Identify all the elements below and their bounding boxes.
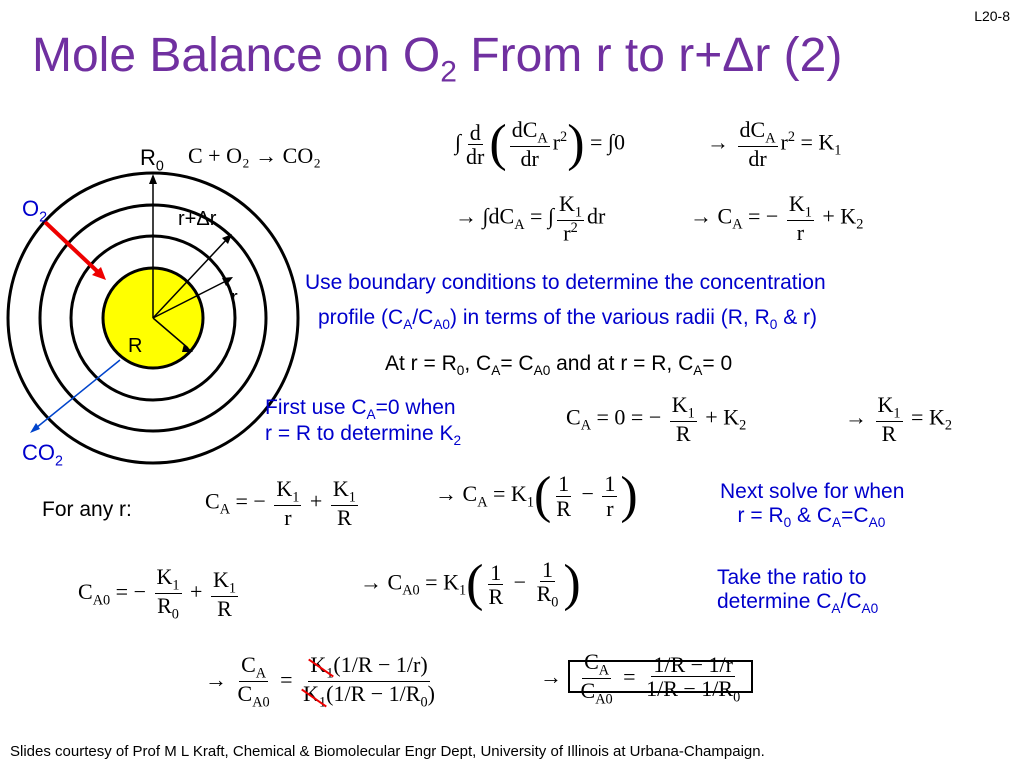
co2-label: CO2 <box>22 440 63 470</box>
r0-label: R0 <box>140 145 164 175</box>
r-label: r <box>231 287 238 309</box>
spherical-shell-diagram <box>6 171 300 465</box>
next-solve-text: Next solve for when r = R0 & CA=CA0 <box>720 480 905 531</box>
R-label: R <box>128 335 143 357</box>
bc-text-line2: profile (CA/CA0) in terms of the various… <box>318 306 818 333</box>
co2-arrow <box>35 359 121 429</box>
outer-circle <box>6 171 300 465</box>
R-radius <box>152 317 189 349</box>
boundary-conditions-line: At r = R0, CA= CA0 and at r = R, CA= 0 <box>385 352 733 379</box>
reaction-equation: C + O₂ → CO₂ <box>188 143 321 168</box>
bc-text-line1: Use boundary conditions to determine the… <box>305 271 826 294</box>
footer-credit: Slides courtesy of Prof M L Kraft, Chemi… <box>10 743 765 760</box>
for-any-r-label: For any r: <box>42 498 132 521</box>
o2-label: O2 <box>22 196 48 226</box>
rdr-radius <box>152 237 229 319</box>
slide-number: L20-8 <box>974 8 1010 24</box>
r-radius <box>152 279 229 319</box>
slide-title: Mole Balance on O2 From r to r+Δr (2) <box>32 29 843 89</box>
rdr-label: r+Δr <box>178 208 217 230</box>
o2-arrow <box>43 220 100 274</box>
